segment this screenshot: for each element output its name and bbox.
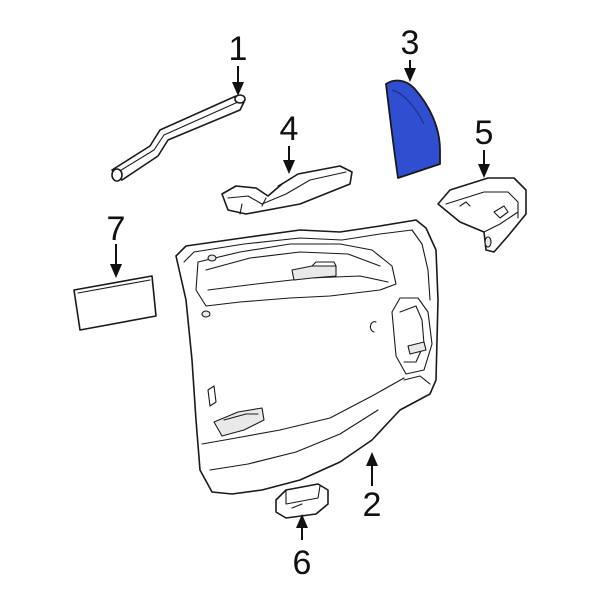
callout-leaders: [110, 60, 490, 540]
callout-4: 4: [280, 110, 299, 148]
part-6-switch-bezel[interactable]: [275, 483, 329, 519]
callout-2: 2: [363, 486, 382, 524]
part-1-molding-strip[interactable]: [111, 94, 246, 182]
callout-1: 1: [229, 30, 248, 68]
callout-5: 5: [475, 114, 494, 152]
part-4-armrest[interactable]: [221, 165, 353, 215]
part-7-label-plate[interactable]: [73, 275, 157, 331]
callout-7: 7: [107, 210, 126, 248]
callout-6: 6: [293, 544, 312, 582]
part-5-mirror-trim-cap[interactable]: [437, 177, 527, 253]
part-2-door-trim-panel[interactable]: [175, 219, 439, 495]
part-3-sail-panel-trim[interactable]: [385, 79, 441, 179]
callout-3: 3: [401, 24, 420, 62]
callout-labels: 1 3 4 5 7 2 6: [107, 24, 494, 582]
